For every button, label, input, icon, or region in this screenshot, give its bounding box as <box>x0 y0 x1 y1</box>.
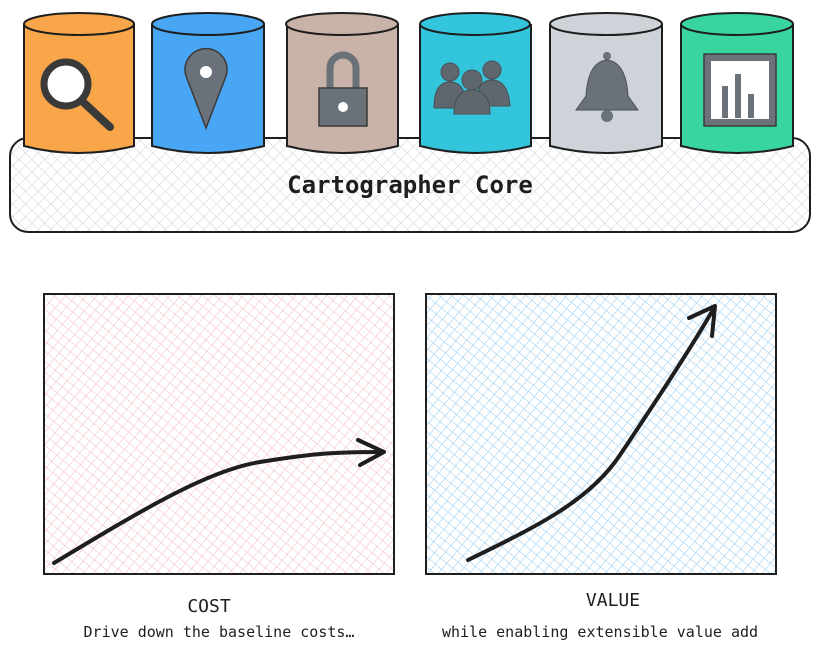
magnifier-icon <box>40 58 114 131</box>
module-search <box>23 12 135 154</box>
map-pin-icon <box>184 47 228 131</box>
value-title: VALUE <box>585 590 641 611</box>
module-analytics <box>680 12 794 154</box>
value-trend-arrow <box>466 306 716 562</box>
cost-panel <box>43 293 395 575</box>
value-subtitle: while enabling extensible value add <box>441 623 759 641</box>
value-arrowhead <box>687 304 717 338</box>
value-panel <box>425 293 777 575</box>
cost-title: COST <box>187 596 231 617</box>
bar-chart-icon <box>703 53 777 127</box>
users-icon <box>433 60 511 115</box>
cost-trend-arrow <box>52 450 384 565</box>
cost-arrowhead <box>356 438 386 467</box>
module-notifications <box>549 12 663 154</box>
bell-icon <box>575 52 639 122</box>
module-users <box>419 12 532 154</box>
platform-label: Cartographer Core <box>287 171 533 199</box>
cost-subtitle: Drive down the baseline costs… <box>83 623 355 641</box>
module-security <box>285 12 399 154</box>
padlock-icon <box>318 51 368 127</box>
platform-bar: Cartographer Core <box>9 137 811 233</box>
module-location <box>151 12 265 154</box>
